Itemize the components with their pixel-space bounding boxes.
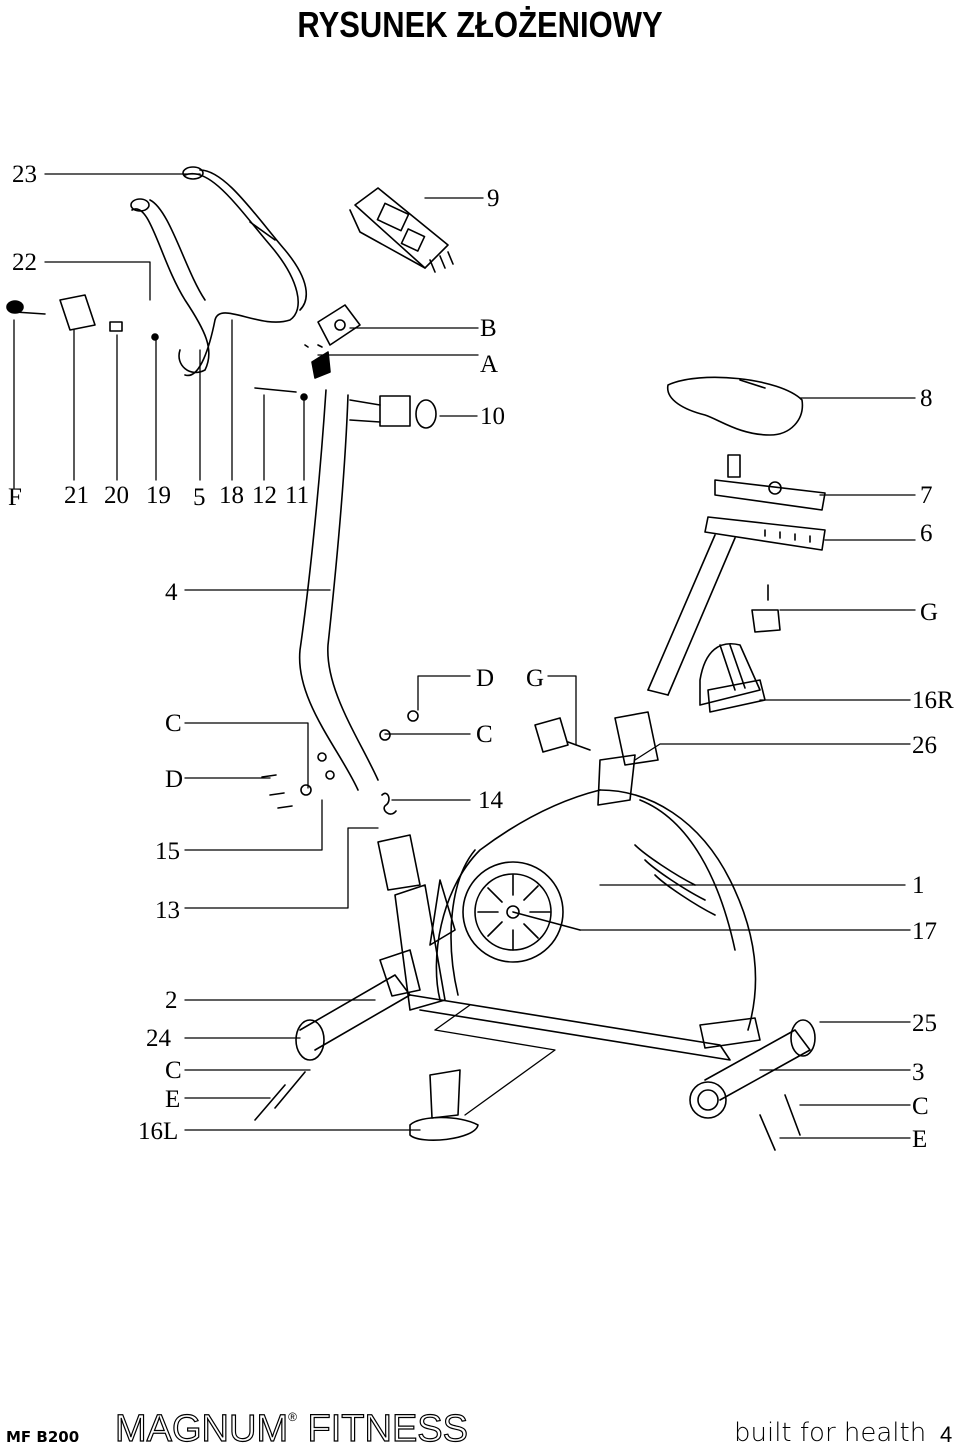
callout-12: 12 [252,482,277,509]
callout-14: 14 [478,787,504,814]
callout-3: 3 [912,1059,925,1086]
seat-slider [647,479,826,696]
brand-part2: FITNESS [307,1407,469,1450]
callout-23: 23 [12,161,37,188]
callout-5: 5 [193,484,206,511]
callout-E-left: E [165,1086,180,1113]
callout-F: F [8,484,22,511]
callout-B: B [480,315,497,342]
tension-knob [349,395,437,429]
callout-C-mid: C [476,721,493,748]
frame-knob [534,717,591,753]
callout-21: 21 [64,482,89,509]
brand-part1: MAGNUM [114,1407,289,1450]
stem-top-bracket [304,304,361,379]
callout-22: 22 [12,249,37,276]
rear-stabilizer [689,1019,816,1119]
callout-26: 26 [912,732,937,759]
handlebar [130,166,307,377]
callout-labels: 23 22 9 B A 10 8 F 21 20 19 5 18 12 11 7… [8,161,954,1153]
callout-15: 15 [155,838,180,865]
callout-25: 25 [912,1010,937,1037]
registered-mark: ® [288,1410,297,1424]
callout-C-lower-left: C [165,1057,182,1084]
callout-4: 4 [165,579,178,606]
callout-19: 19 [146,482,171,509]
left-pedal [409,1069,479,1141]
leader-lines [13,173,916,1139]
clamp-knob [6,294,159,341]
callout-9: 9 [487,185,500,212]
callout-17: 17 [912,918,937,945]
stem-bolts [261,710,419,809]
callout-A: A [480,351,498,378]
callout-16R: 16R [912,687,954,714]
callout-7: 7 [920,482,933,509]
right-pedal [699,643,766,713]
rear-bolts [254,1071,801,1151]
callout-10: 10 [480,403,505,430]
main-frame [435,711,761,1049]
callout-2: 2 [165,987,178,1014]
callout-D-left: D [165,766,183,793]
tagline: built for health [734,1418,927,1448]
callout-16L: 16L [138,1118,178,1145]
model-name: MF B200 [6,1428,80,1446]
callout-G-seat: G [920,599,938,626]
front-stabilizer [295,949,731,1061]
callout-13: 13 [155,897,180,924]
page-title: RYSUNEK ZŁOŻENIOWY [297,4,663,45]
brand-logo: MAGNUM® FITNESS [114,1407,469,1451]
page-number: 4 [940,1422,953,1447]
callout-G-frame: G [526,665,544,692]
callout-18: 18 [219,482,244,509]
seat-knob [751,584,781,633]
callout-11: 11 [285,482,309,509]
console [349,187,454,273]
callout-1: 1 [912,872,925,899]
callout-C-lower-right: C [912,1093,929,1120]
callout-24: 24 [146,1025,172,1052]
rod [254,387,308,401]
callout-E-right: E [912,1126,927,1153]
callout-C-left: C [165,710,182,737]
callout-8: 8 [920,385,933,412]
callout-D-upper: D [476,665,494,692]
callout-20: 20 [104,482,129,509]
callout-6: 6 [920,520,933,547]
seat [667,376,804,478]
upright-stem [298,389,379,791]
